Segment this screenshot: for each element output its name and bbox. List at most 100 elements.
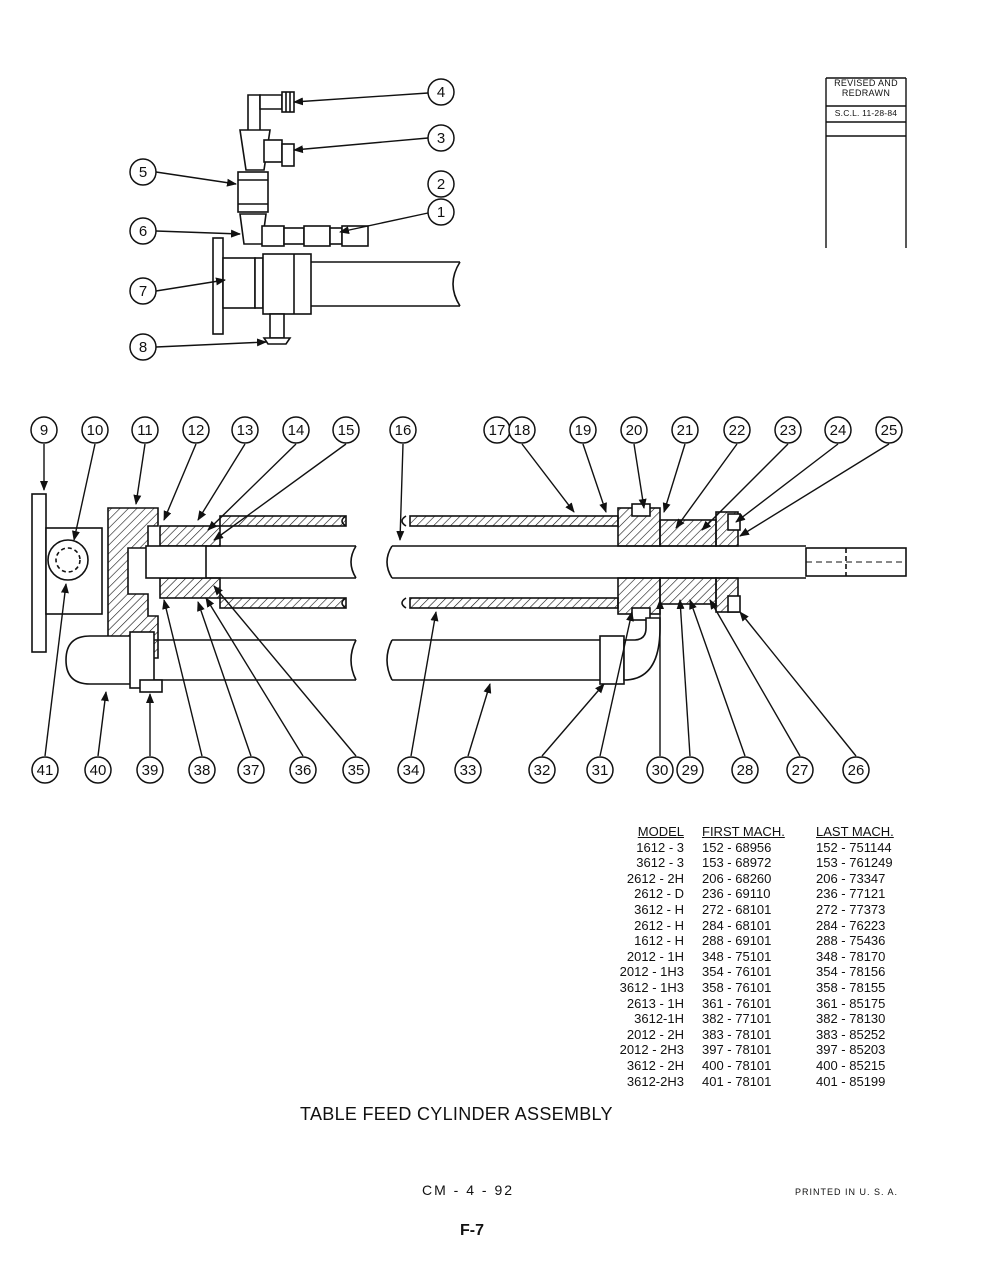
revision-date: S.C.L. 11-28-84 <box>834 108 898 118</box>
callout-30: 30 <box>652 762 669 779</box>
cell-model: 2612 - D <box>634 886 684 902</box>
table-row: 1612 - H 288 - 69101 288 - 75436 <box>612 933 894 949</box>
callout-31: 31 <box>592 762 609 779</box>
cell-model: 2613 - 1H <box>626 995 684 1011</box>
cell-last-mach: 382 - 78130 <box>816 1011 886 1027</box>
cell-first-mach: 361 - 76101 <box>702 995 772 1011</box>
callout-17: 17 <box>489 422 506 439</box>
cell-model: 3612-2H3 <box>626 1073 684 1089</box>
revision-line-2: REDRAWN <box>841 88 891 98</box>
callout-40: 40 <box>90 762 107 779</box>
callout-13: 13 <box>237 422 254 439</box>
callout-37: 37 <box>243 762 260 779</box>
cell-last-mach: 288 - 75436 <box>816 933 886 949</box>
callout-20: 20 <box>626 422 643 439</box>
cell-first-mach: 354 - 76101 <box>702 964 772 980</box>
cell-first-mach: 288 - 69101 <box>702 933 772 949</box>
callout-22: 22 <box>729 422 746 439</box>
callout-24: 24 <box>830 422 847 439</box>
cell-model: 3612 - 1H3 <box>619 979 684 995</box>
callout-numbers: 4 3 5 2 1 6 7 8 9 10 11 12 13 14 15 16 1… <box>37 84 898 779</box>
revision-header: REVISED AND REDRAWN <box>826 78 906 98</box>
table-row: 3612-1H 382 - 77101 382 - 78130 <box>612 1011 894 1027</box>
cell-first-mach: 358 - 76101 <box>702 979 772 995</box>
cell-last-mach: 397 - 85203 <box>816 1042 886 1058</box>
callout-10: 10 <box>87 422 104 439</box>
cell-first-mach: 397 - 78101 <box>702 1042 772 1058</box>
top-fitting-assembly <box>212 91 461 345</box>
callout-9: 9 <box>40 422 48 439</box>
callout-8: 8 <box>139 339 147 356</box>
callout-6: 6 <box>139 223 147 240</box>
callout-18: 18 <box>514 422 531 439</box>
cell-model: 2012 - 1H <box>626 948 684 964</box>
callout-27: 27 <box>792 762 809 779</box>
cell-last-mach: 358 - 78155 <box>816 979 886 995</box>
cell-last-mach: 152 - 751144 <box>816 839 892 855</box>
cell-model: 3612 - H <box>634 901 684 917</box>
callout-35: 35 <box>348 762 365 779</box>
page-number: F-7 <box>460 1222 484 1239</box>
callout-5: 5 <box>139 164 147 181</box>
cell-last-mach: 400 - 85215 <box>816 1057 886 1073</box>
callout-7: 7 <box>139 283 147 300</box>
cell-last-mach: 401 - 85199 <box>816 1073 886 1089</box>
callout-4: 4 <box>437 84 445 101</box>
doc-code: CM - 4 - 92 <box>422 1182 515 1198</box>
cell-first-mach: 284 - 68101 <box>702 917 772 933</box>
callout-32: 32 <box>534 762 551 779</box>
callout-21: 21 <box>677 422 694 439</box>
callout-15: 15 <box>338 422 355 439</box>
table-row: 2613 - 1H 361 - 76101 361 - 85175 <box>612 996 894 1012</box>
cell-first-mach: 272 - 68101 <box>702 901 772 917</box>
cell-last-mach: 153 - 761249 <box>816 855 893 871</box>
cell-model: 1612 - H <box>634 933 684 949</box>
callout-19: 19 <box>575 422 592 439</box>
callout-23: 23 <box>780 422 797 439</box>
callout-33: 33 <box>460 762 477 779</box>
cell-last-mach: 206 - 73347 <box>816 870 886 886</box>
revision-box: REVISED AND REDRAWN S.C.L. 11-28-84 <box>826 78 906 248</box>
cell-first-mach: 382 - 77101 <box>702 1011 772 1027</box>
callout-11: 11 <box>137 422 153 439</box>
callout-26: 26 <box>848 762 865 779</box>
table-row: 2012 - 2H3 397 - 78101 397 - 85203 <box>612 1042 894 1058</box>
col-model: MODEL <box>637 824 684 839</box>
cell-model: 2612 - H <box>634 917 684 933</box>
cell-model: 2612 - 2H <box>626 870 684 886</box>
callout-25: 25 <box>881 422 898 439</box>
callout-38: 38 <box>194 762 211 779</box>
cell-first-mach: 401 - 78101 <box>702 1073 772 1089</box>
cylinder-section <box>31 493 907 693</box>
cell-model: 2012 - 2H <box>626 1026 684 1042</box>
callout-39: 39 <box>142 762 159 779</box>
callout-circles <box>30 78 903 784</box>
cell-last-mach: 383 - 85252 <box>816 1026 886 1042</box>
cell-first-mach: 400 - 78101 <box>702 1057 772 1073</box>
callout-2: 2 <box>437 176 445 193</box>
table-row: 3612-2H3 401 - 78101 401 - 85199 <box>612 1074 894 1090</box>
printed-in-usa: PRINTED IN U. S. A. <box>795 1187 899 1197</box>
cell-model: 2012 - 2H3 <box>619 1042 684 1058</box>
cell-model: 3612-1H <box>634 1011 684 1027</box>
callout-28: 28 <box>737 762 754 779</box>
callout-36: 36 <box>295 762 312 779</box>
callout-1: 1 <box>437 204 445 221</box>
cell-model: 1612 - 3 <box>636 839 684 855</box>
cell-first-mach: 348 - 75101 <box>702 948 772 964</box>
cell-last-mach: 361 - 85175 <box>816 995 886 1011</box>
callout-16: 16 <box>395 422 412 439</box>
callout-34: 34 <box>403 762 420 779</box>
callout-12: 12 <box>188 422 205 439</box>
callout-3: 3 <box>437 130 445 147</box>
